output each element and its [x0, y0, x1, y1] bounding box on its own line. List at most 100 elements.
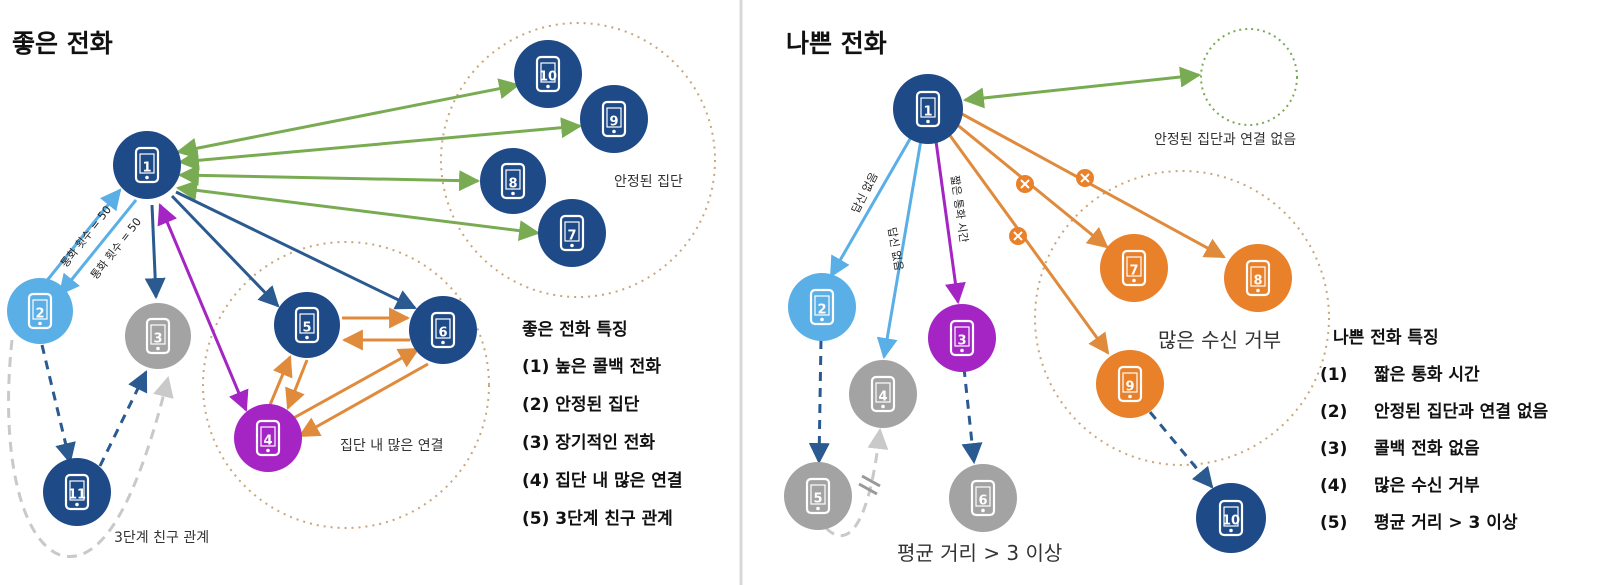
node-circle: [893, 74, 963, 144]
bad-feature-num-1: (1): [1320, 365, 1347, 385]
good-features-title: 좋은 전화 특징: [522, 320, 628, 340]
node-circle: [1096, 350, 1164, 418]
bad-node-3: 3: [928, 304, 996, 372]
reject-x-icon: [1009, 227, 1027, 245]
phone-icon: [809, 288, 835, 326]
good-feature-5: (5) 3단계 친구 관계: [522, 509, 673, 529]
phone-icon: [1117, 365, 1143, 403]
bad-node-6: 6: [949, 464, 1017, 532]
node-number: 9: [1125, 380, 1134, 395]
node-number: 6: [438, 326, 447, 341]
phone-icon: [1218, 499, 1244, 537]
good-title: 좋은 전화: [12, 29, 113, 58]
phone-icon: [1245, 259, 1271, 297]
edge-11-3: [98, 370, 148, 467]
phone-icon: [601, 100, 627, 138]
bad-feature-text-1: 짧은 통화 시간: [1374, 364, 1480, 385]
phone-icon: [145, 317, 171, 355]
bad-edge-3-6: [961, 367, 983, 465]
bad-feature-num-5: (5): [1320, 513, 1347, 533]
reject-x-icon: [1076, 169, 1094, 187]
reject-x-icon: [1016, 175, 1034, 193]
node-circle: [1196, 483, 1266, 553]
edge-1-10: [175, 78, 521, 159]
bad-node-10: 10: [1196, 483, 1266, 553]
edge-1-3: [144, 204, 166, 300]
bad-feature-num-2: (2): [1320, 402, 1347, 422]
bad-title: 나쁜 전화: [786, 29, 887, 58]
node-circle: [43, 458, 111, 526]
edge-5-4: [285, 359, 309, 410]
node-number: 5: [813, 492, 822, 507]
node-number: 7: [567, 229, 576, 244]
empty-stable-group: [1200, 28, 1298, 126]
avg-distance-label: 평균 거리 > 3 이상: [897, 541, 1062, 565]
phone-icon: [430, 311, 456, 349]
many-rejections-label: 많은 수신 거부: [1158, 328, 1281, 352]
node-number: 3: [957, 334, 966, 349]
bad-feature-num-4: (4): [1320, 476, 1347, 496]
no-reply-label-2: 답신 없음: [885, 226, 905, 272]
node-number: 1: [142, 161, 151, 176]
bad-node-7: 7: [1100, 234, 1168, 302]
bad-edge-1-8: [961, 112, 1226, 259]
edge-1-9: [177, 117, 583, 171]
phone-icon: [500, 162, 526, 200]
bad-edge-1-4: [876, 133, 924, 360]
node-number: 8: [508, 177, 517, 192]
edge-2-11: [40, 344, 76, 465]
node-number: 2: [817, 303, 826, 318]
edge-6-4: [298, 362, 429, 438]
good-feature-3: (3) 장기적인 전화: [522, 433, 655, 453]
good-node-3: 3: [125, 303, 191, 369]
phone-icon: [535, 55, 561, 93]
node-number: 2: [35, 307, 44, 322]
edge-1-6: [175, 190, 417, 310]
bad-features-title: 나쁜 전화 특징: [1333, 328, 1439, 348]
short-call-label: 짧은 통화 시간: [948, 174, 971, 243]
edge-1-2-down: [58, 199, 138, 296]
bad-edge-2-5: [808, 339, 830, 465]
bad-node-5: 5: [784, 462, 852, 530]
node-circle: [1100, 234, 1168, 302]
edge-4-5: [268, 355, 293, 406]
node-circle: [928, 304, 996, 372]
node-circle: [580, 85, 648, 153]
phone-icon: [134, 146, 160, 184]
phone-icon: [970, 479, 996, 517]
node-number: 1: [923, 105, 932, 120]
node-number: 8: [1253, 274, 1262, 289]
node-circle: [514, 40, 582, 108]
broken-link-icon: [858, 474, 881, 496]
no-reply-label-1: 답신 없음: [849, 170, 881, 215]
node-number: 3: [153, 332, 162, 347]
bad-node-2: 2: [788, 273, 856, 341]
bad-edge-1-3: [933, 133, 966, 305]
edge-1-5: [170, 194, 280, 308]
bad-edge-5-4-gray: [824, 427, 889, 538]
bad-edge-9-10: [1148, 411, 1214, 489]
good-node-4: 4: [234, 404, 302, 472]
bad-node-4: 4: [849, 360, 917, 428]
bad-feature-text-4: 많은 수신 거부: [1374, 476, 1480, 496]
node-number: 11: [68, 488, 86, 503]
good-node-6: 6: [409, 296, 477, 364]
good-node-10: 10: [514, 40, 582, 108]
bad-feature-text-3: 콜백 전화 없음: [1374, 439, 1480, 459]
rejection-cluster: [1034, 170, 1330, 466]
phone-icon: [805, 477, 831, 515]
node-circle: [788, 273, 856, 341]
node-number: 4: [878, 390, 887, 405]
good-feature-4: (4) 집단 내 많은 연결: [522, 471, 683, 491]
bad-node-9: 9: [1096, 350, 1164, 418]
edge-1-4: [157, 203, 249, 412]
edge-2-3-gray: [7, 339, 174, 558]
phone-icon: [1121, 249, 1147, 287]
good-node-5: 5: [274, 292, 340, 358]
bad-edge-1-9: [944, 129, 1110, 355]
bad-node-8: 8: [1224, 244, 1292, 312]
node-number: 10: [1222, 514, 1240, 529]
stable-group-label: 안정된 집단: [614, 174, 683, 190]
phone-icon: [559, 214, 585, 252]
